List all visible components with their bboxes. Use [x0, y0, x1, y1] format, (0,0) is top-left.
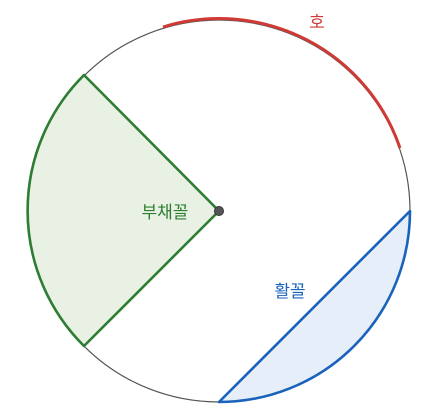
- arc-highlight: [162, 17, 402, 149]
- sector-label: 부채꼴: [142, 203, 189, 223]
- center-point-icon: [214, 206, 224, 216]
- segment-outline: [217, 209, 412, 404]
- segment-label: 활꼴: [274, 282, 305, 302]
- arc-label: 호: [309, 13, 325, 33]
- sector-outline: [26, 73, 221, 348]
- sector-region: [27, 75, 219, 346]
